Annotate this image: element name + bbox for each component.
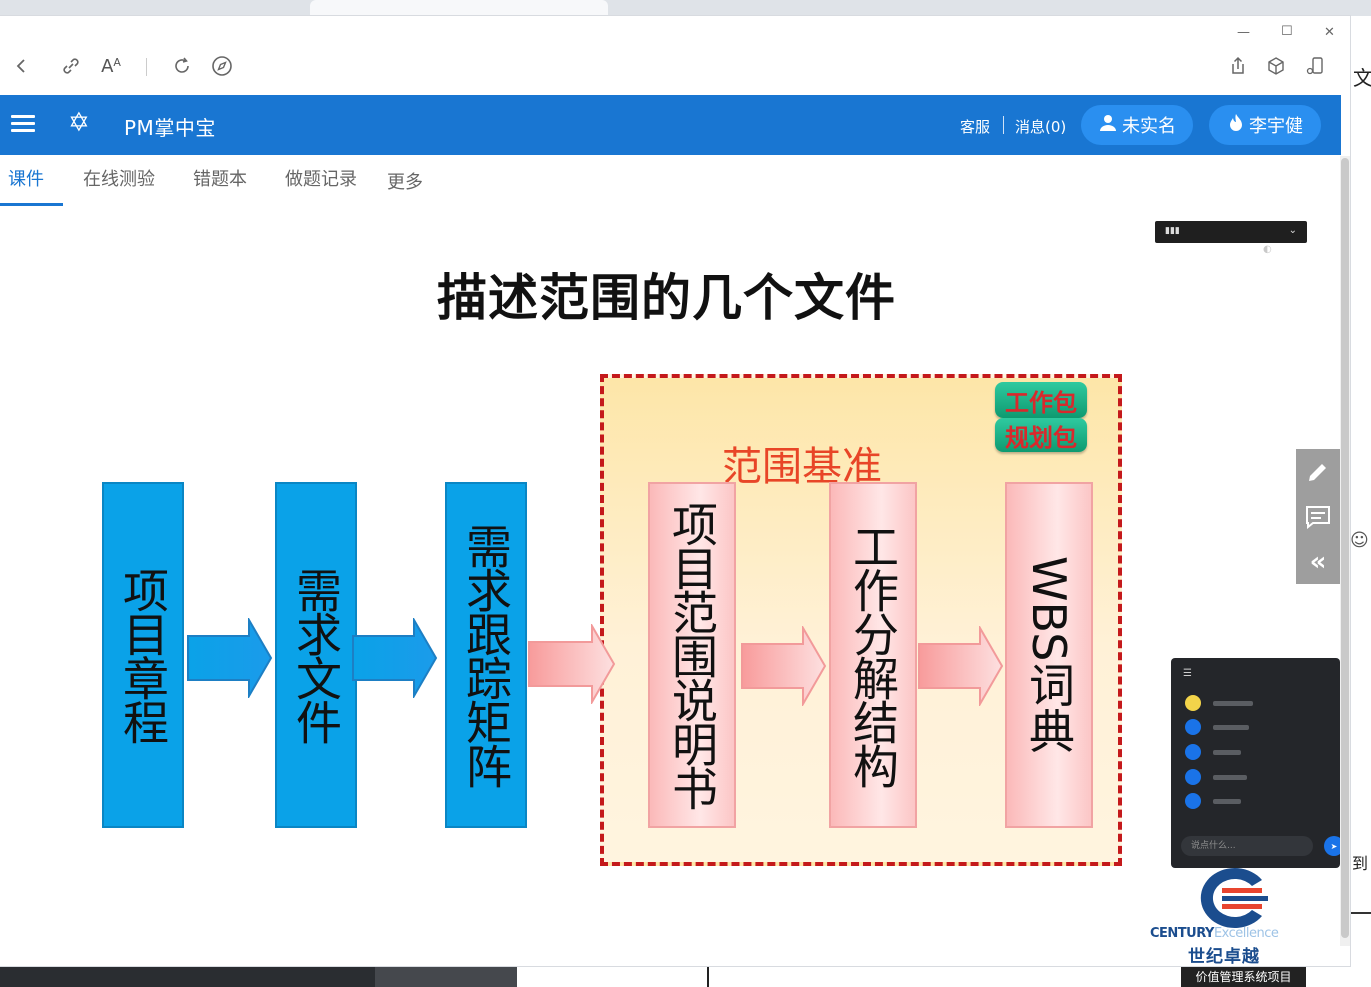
live-source-dropdown[interactable]: ▮▮▮ ⌄: [1155, 221, 1307, 243]
background-divider: [707, 966, 709, 987]
chat-input[interactable]: 说点什么...: [1181, 836, 1313, 856]
flow-arrow: [187, 618, 273, 698]
work-package-badge: 工作包 规划包: [995, 382, 1087, 464]
browser-tabstrip: [0, 0, 1371, 16]
comment-icon[interactable]: [1296, 494, 1340, 539]
courseware-slide: 描述范围的几个文件 项目章程 需求文件 需求跟踪矩阵 范围基准 工作包 规划包: [0, 206, 1340, 966]
avatar: [1185, 769, 1201, 785]
baseline-item-label: 项目范围说明书: [665, 501, 719, 809]
minimize-button[interactable]: —: [1237, 25, 1250, 40]
avatar: [1185, 695, 1201, 711]
chat-menu-icon[interactable]: ☰: [1183, 668, 1192, 679]
slide-title: 描述范围的几个文件: [437, 269, 896, 327]
pencil-icon[interactable]: [1296, 449, 1340, 494]
badge-line: 规划包: [995, 418, 1087, 452]
background-text-fragment: 文: [1353, 66, 1371, 90]
tab-more[interactable]: 更多: [387, 172, 423, 193]
verify-label: 未实名: [1122, 116, 1176, 137]
share-icon[interactable]: [1226, 54, 1250, 78]
baseline-box-wbs: 工作分解结构: [829, 482, 917, 828]
back-icon[interactable]: [9, 54, 33, 78]
watermark-logo-icon: ◐: [1263, 244, 1272, 255]
baseline-box-scope-statement: 项目范围说明书: [648, 482, 736, 828]
baseline-box-wbs-dictionary: WBS词典: [1005, 482, 1093, 828]
compass-icon[interactable]: [210, 54, 234, 78]
person-icon: [1098, 113, 1118, 138]
browser-tab[interactable]: [310, 0, 608, 16]
link-icon[interactable]: [59, 54, 83, 78]
tab-online-quiz[interactable]: 在线测验: [83, 169, 155, 190]
chat-message: [1185, 744, 1241, 760]
avatar: [1185, 793, 1201, 809]
scrollbar-thumb[interactable]: [1341, 158, 1349, 938]
active-tab-indicator: [0, 203, 63, 206]
chat-message: [1185, 769, 1247, 785]
flow-arrow: [741, 626, 827, 706]
doc-label: 项目章程: [116, 567, 170, 743]
section-tabs: 课件 在线测验 错题本 做题记录 更多: [0, 156, 1341, 207]
header-divider: [1003, 116, 1004, 134]
background-text-fragment: 到: [1352, 854, 1369, 873]
avatar: [1185, 719, 1201, 735]
menu-icon[interactable]: [11, 115, 35, 133]
doc-box-requirements: 需求文件: [275, 482, 357, 828]
cube-icon[interactable]: [1264, 54, 1288, 78]
verify-identity-button[interactable]: 未实名: [1081, 105, 1193, 145]
app-title: PM掌中宝: [124, 116, 216, 140]
chat-message: [1185, 793, 1241, 809]
avatar: [1185, 744, 1201, 760]
background-panel: [375, 966, 517, 987]
flow-arrow: [352, 618, 438, 698]
baseline-item-label: 工作分解结构: [846, 523, 900, 787]
messages-link[interactable]: 消息(0): [1015, 118, 1067, 136]
brand-chinese: 世纪卓越: [1188, 947, 1260, 966]
doc-label: 需求文件: [289, 567, 343, 743]
floating-toolbar: «: [1296, 449, 1340, 584]
badge-line: 工作包: [995, 382, 1087, 418]
service-link[interactable]: 客服: [960, 118, 991, 136]
chevron-down-icon: ⌄: [1288, 225, 1297, 236]
smiley-icon: ☺: [1350, 530, 1369, 551]
chat-message: [1185, 695, 1253, 711]
chat-message: [1185, 719, 1249, 735]
send-icon[interactable]: ➤: [1324, 836, 1340, 856]
background-window-edge: [1350, 16, 1371, 987]
tab-courseware[interactable]: 课件: [8, 169, 44, 190]
background-divider: [1350, 912, 1371, 914]
tab-wrong-answers[interactable]: 错题本: [193, 169, 247, 190]
close-button[interactable]: ✕: [1324, 25, 1335, 40]
doc-box-project-charter: 项目章程: [102, 482, 184, 828]
star-of-david-icon[interactable]: ✡: [68, 108, 90, 138]
app-header: ✡ PM掌中宝 客服 消息(0) 未实名 李宇健: [0, 95, 1341, 155]
baseline-item-label: WBS词典: [1022, 556, 1076, 754]
interaction-chat-panel: ☰ 说点什么... ➤: [1171, 658, 1340, 868]
flow-arrow: [918, 626, 1004, 706]
century-excellence-logo: CENTURYExcellence 世纪卓越: [1150, 866, 1326, 966]
brand-english-primary: CENTURY: [1150, 926, 1214, 941]
collapse-icon[interactable]: «: [1309, 546, 1327, 577]
bottom-caption: 价值管理系统项目: [1181, 965, 1306, 987]
brand-english: CENTURYExcellence: [1150, 926, 1279, 941]
doc-label: 需求跟踪矩阵: [459, 523, 513, 787]
logo-mark-icon: [1200, 868, 1268, 928]
reload-icon[interactable]: [170, 54, 194, 78]
doc-box-traceability-matrix: 需求跟踪矩阵: [445, 482, 527, 828]
phone-cast-icon[interactable]: [1303, 54, 1327, 78]
background-panel: [0, 966, 375, 987]
toolbar-divider: [146, 58, 147, 76]
flame-icon: [1227, 113, 1245, 138]
user-account-button[interactable]: 李宇健: [1209, 105, 1321, 145]
signal-bars-icon: ▮▮▮: [1165, 226, 1180, 236]
brand-english-secondary: Excellence: [1213, 926, 1279, 941]
flow-arrow: [528, 624, 616, 704]
user-name: 李宇健: [1249, 116, 1303, 137]
maximize-button[interactable]: ☐: [1281, 24, 1293, 39]
tab-practice-history[interactable]: 做题记录: [285, 169, 357, 190]
